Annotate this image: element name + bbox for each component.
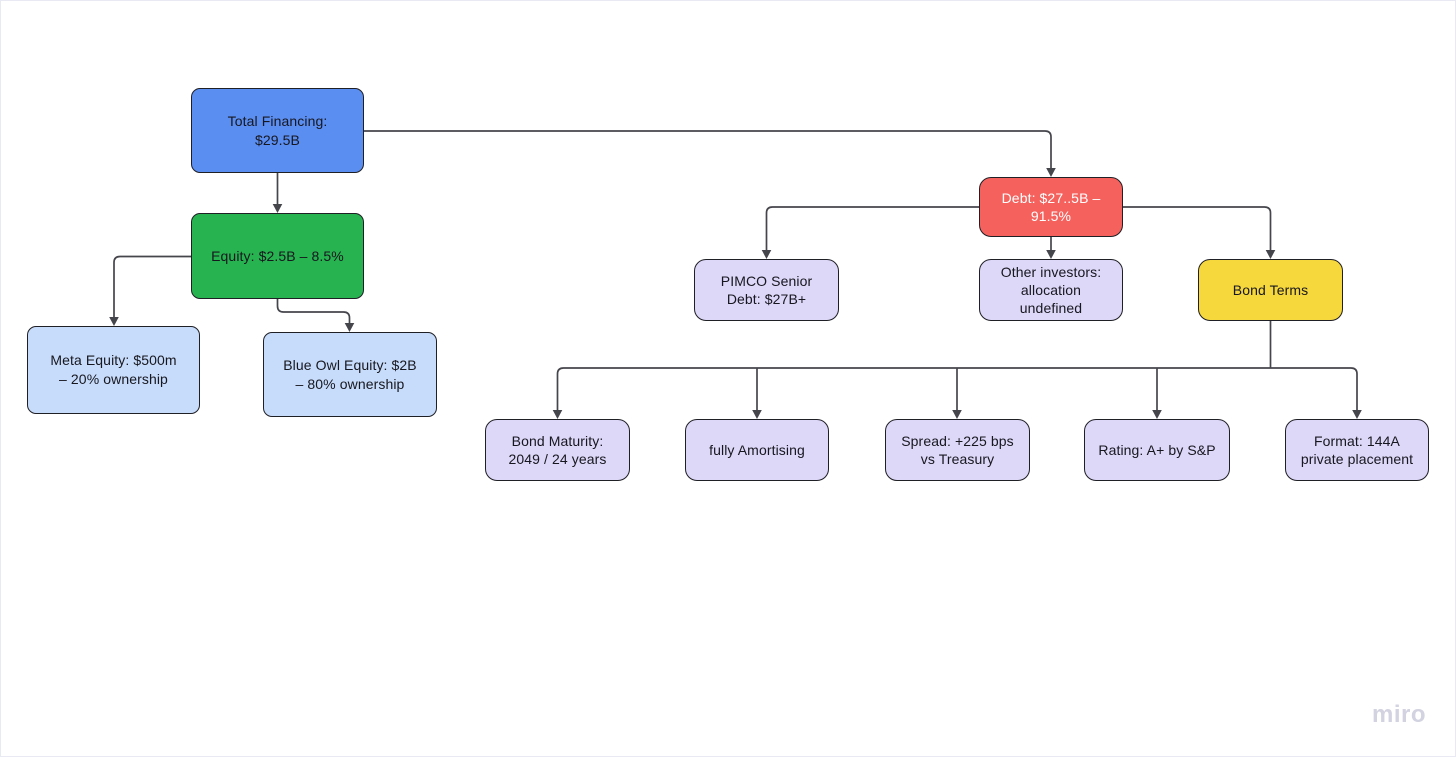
node-format: Format: 144A private placement [1285,419,1429,481]
node-total-financing: Total Financing: $29.5B [191,88,364,173]
node-other-investors: Other investors: allocation undefined [979,259,1123,321]
connector-debt-to-pimco [761,206,979,259]
connector-bond-terms-to-amortising [752,368,762,419]
node-pimco-senior-debt: PIMCO Senior Debt: $27B+ [694,259,839,321]
connector-equity-to-blue-owl-equity [276,299,355,332]
node-debt: Debt: $27..5B – 91.5% [979,177,1123,237]
connector-total-financing-to-equity [272,173,283,213]
node-blue-owl-equity: Blue Owl Equity: $2B – 80% ownership [263,332,437,417]
connector-bond-terms-to-spread [952,368,962,419]
connector-bond-terms-to-format [1270,367,1362,419]
connector-debt-to-bond-terms [1123,206,1276,259]
connector-debt-to-other-investors [1046,237,1056,259]
miro-watermark: miro [1371,701,1426,728]
connector-bond-terms-to-rating [1152,368,1162,419]
node-bond-terms: Bond Terms [1198,259,1343,321]
node-fully-amortising: fully Amortising [685,419,829,481]
node-rating: Rating: A+ by S&P [1084,419,1230,481]
node-bond-maturity: Bond Maturity: 2049 / 24 years [485,419,630,481]
node-equity: Equity: $2.5B – 8.5% [191,213,364,299]
connector-total-financing-to-debt [364,130,1056,177]
connector-bond-terms-to-bond-maturity [552,367,1271,419]
node-spread: Spread: +225 bps vs Treasury [885,419,1030,481]
connector-equity-to-meta-equity [109,255,191,326]
node-meta-equity: Meta Equity: $500m – 20% ownership [27,326,200,414]
